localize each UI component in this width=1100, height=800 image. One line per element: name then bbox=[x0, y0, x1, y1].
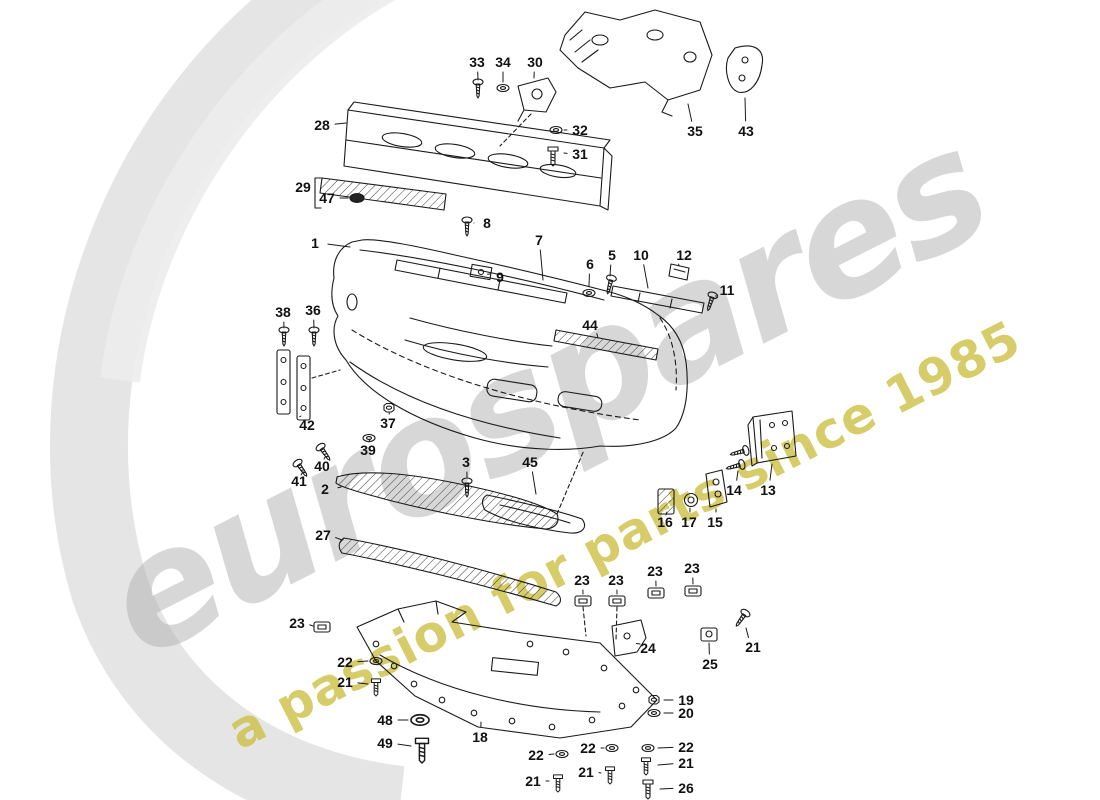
part-18-under-panel bbox=[356, 600, 658, 739]
part-42-brackets bbox=[276, 349, 341, 421]
leader-line-2 bbox=[337, 486, 342, 489]
part-34-washer-icon bbox=[496, 83, 510, 93]
part-15-bracket bbox=[705, 469, 728, 508]
part-47-plug bbox=[349, 192, 365, 204]
part-8-screw-icon bbox=[461, 216, 473, 237]
leader-line-21 bbox=[357, 682, 369, 685]
leader-line-49 bbox=[397, 743, 412, 747]
part-49-bolt-icon bbox=[414, 737, 430, 764]
part-23-clip-icon bbox=[608, 595, 626, 607]
part-21-bolt-icon bbox=[605, 766, 615, 785]
leader-line-44 bbox=[596, 333, 599, 339]
part-13-bracket bbox=[747, 410, 797, 467]
part-36-screw-icon bbox=[308, 326, 320, 347]
leader-line-35 bbox=[687, 103, 693, 122]
part-16-pad bbox=[657, 488, 675, 515]
leader-line-16 bbox=[665, 511, 668, 516]
part-29-strip bbox=[314, 177, 447, 211]
leader-line-1 bbox=[327, 243, 351, 248]
part-24-bracket bbox=[611, 619, 647, 657]
part-22-washer-icon bbox=[605, 743, 619, 753]
part-43-corner-cap bbox=[725, 45, 764, 93]
part-21-screw-icon bbox=[731, 607, 752, 630]
part-27-grille bbox=[338, 537, 562, 607]
part-44-strip bbox=[553, 329, 659, 361]
part-30-bracket bbox=[517, 77, 557, 122]
part-23-clip-icon bbox=[647, 587, 665, 599]
part-35-bracket-panel bbox=[559, 9, 713, 117]
part-23-clip-icon bbox=[684, 585, 702, 597]
leader-line-22 bbox=[357, 660, 369, 663]
part-12-clip bbox=[668, 263, 690, 281]
part-26-bolt-icon bbox=[642, 779, 654, 800]
leader-line-21 bbox=[745, 627, 750, 639]
leader-line-5 bbox=[609, 264, 612, 277]
part-17-grommet bbox=[683, 492, 699, 508]
leader-line-40 bbox=[323, 455, 327, 460]
leader-line-45 bbox=[531, 471, 537, 495]
part-11-screw-icon bbox=[702, 290, 720, 313]
part-37-nut-icon bbox=[383, 402, 395, 413]
leader-line-39 bbox=[368, 439, 371, 443]
leader-line-21 bbox=[657, 763, 674, 766]
leader-line-27 bbox=[335, 537, 343, 541]
leader-line-7 bbox=[539, 249, 544, 281]
leader-line-14 bbox=[736, 470, 739, 481]
leader-line-10 bbox=[643, 264, 649, 289]
part-33-screw-icon bbox=[472, 78, 484, 99]
part-21-bolt-icon bbox=[641, 757, 651, 776]
part-9-bracket bbox=[469, 263, 493, 281]
part-10-strip bbox=[610, 285, 705, 314]
leader-lines bbox=[283, 71, 773, 790]
part-48-washer-icon bbox=[410, 713, 430, 727]
leader-line-22 bbox=[657, 746, 674, 749]
part-23-clip-icon bbox=[574, 595, 592, 607]
part-7-strip bbox=[394, 259, 568, 304]
part-28-reinforcement-bar bbox=[343, 101, 613, 211]
part-45-air-duct bbox=[482, 494, 586, 534]
part-25-clip bbox=[700, 627, 718, 642]
part-21-bolt-icon bbox=[553, 774, 563, 793]
assembly-line bbox=[499, 113, 532, 147]
leader-line-42 bbox=[299, 415, 302, 418]
leader-line-23 bbox=[309, 624, 314, 627]
part-2-spoiler-grille bbox=[335, 449, 585, 530]
part-22-washer-icon bbox=[555, 749, 569, 759]
leader-line-13 bbox=[769, 463, 773, 481]
part-38-screw-icon bbox=[278, 326, 290, 347]
part-21-bolt-icon bbox=[371, 678, 381, 697]
part-20-washer-icon bbox=[647, 708, 661, 718]
part-14-screw-icon bbox=[728, 444, 751, 460]
part-22-washer-icon bbox=[641, 743, 655, 753]
leader-line-26 bbox=[659, 787, 674, 790]
part-1-bumper-cover bbox=[331, 239, 688, 450]
part-23-clip-icon bbox=[313, 621, 331, 633]
part-41-screw-icon bbox=[291, 457, 312, 480]
leader-line-28 bbox=[334, 122, 347, 125]
part-14-screw-icon bbox=[724, 458, 747, 474]
part-31-bolt-icon bbox=[547, 146, 559, 167]
leader-line-41 bbox=[300, 471, 304, 476]
leader-line-43 bbox=[744, 97, 747, 122]
part-40-screw-icon bbox=[314, 441, 335, 464]
assembly-line bbox=[582, 606, 618, 641]
